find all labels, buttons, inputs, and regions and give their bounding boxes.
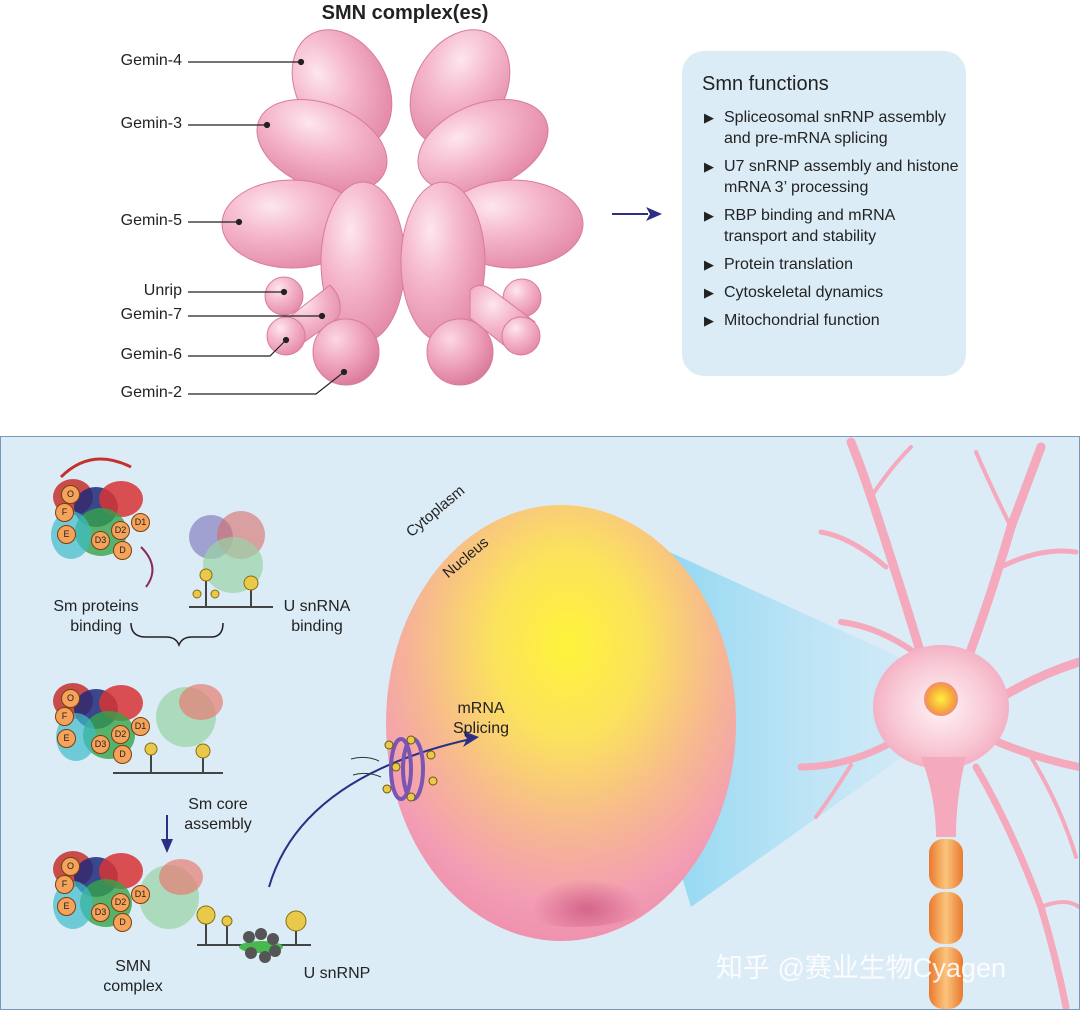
function-item: ▶Spliceosomal snRNP assembly and pre-mRN…	[704, 109, 947, 147]
binding-brace	[130, 622, 224, 648]
sm-proteins-structure-2	[53, 683, 223, 761]
arrow-to-functions	[612, 207, 662, 221]
triangle-bullet-icon: ▶	[704, 110, 714, 125]
sm-protein-badge: E	[57, 729, 76, 748]
sm-protein-badge: E	[57, 525, 76, 544]
label-gemin-6: Gemin-6	[120, 346, 182, 363]
watermark: 知乎 @赛业生物Cyagen	[716, 953, 1006, 983]
neuron-nucleus	[924, 682, 958, 716]
myelin-sheath	[929, 892, 963, 944]
sm-protein-badge: D2	[111, 725, 130, 744]
sm-protein-badge: F	[55, 707, 74, 726]
sm-protein-badge: D3	[91, 903, 110, 922]
label-smn-complex: SMN complex	[103, 958, 163, 995]
label-gemin-5: Gemin-5	[120, 212, 182, 229]
sm-protein-badge: D	[113, 745, 132, 764]
label-gemin-2: Gemin-2	[120, 384, 182, 401]
unrip-left	[264, 276, 304, 316]
myelin-sheath	[929, 947, 963, 1009]
sm-protein-badge: D3	[91, 735, 110, 754]
neuron-axon-hillock	[921, 757, 966, 837]
u-snrnp-structure	[196, 905, 311, 963]
smn-complex-illustration	[188, 29, 662, 395]
gemin-2-right	[426, 318, 494, 386]
sm-protein-badge: D	[113, 541, 132, 560]
functions-title: Smn functions	[702, 73, 829, 95]
import-arrowhead	[463, 731, 479, 747]
label-gemin-7: Gemin-7	[120, 306, 182, 323]
functions-panel: Smn functions ▶Spliceosomal snRNP assemb…	[682, 51, 966, 376]
diagram-title: SMN complex(es)	[321, 2, 489, 24]
functions-list: ▶Spliceosomal snRNP assembly and pre-mRN…	[702, 107, 962, 338]
triangle-bullet-icon: ▶	[704, 257, 714, 272]
triangle-bullet-icon: ▶	[704, 208, 714, 223]
function-item: ▶Cytoskeletal dynamics	[704, 284, 884, 301]
sm-protein-badge: F	[55, 875, 74, 894]
label-gemin-3: Gemin-3	[120, 115, 182, 132]
sm-protein-badge: D2	[111, 521, 130, 540]
function-item: ▶Protein translation	[704, 256, 853, 273]
sm-protein-badge: D1	[131, 885, 150, 904]
label-gemin-4: Gemin-4	[120, 52, 182, 69]
label-u-snrna-binding: U snRNA binding	[283, 598, 351, 635]
sm-protein-badge: D3	[91, 531, 110, 550]
u-snrna-structure	[189, 511, 273, 608]
function-item: ▶Mitochondrial function	[704, 312, 880, 329]
nucleus-shadow	[466, 807, 686, 927]
gemin-2-left	[312, 318, 380, 386]
nuclear-import-complex	[350, 735, 438, 802]
sm-protein-badge: O	[61, 857, 80, 876]
triangle-bullet-icon: ▶	[704, 313, 714, 328]
gemin-6-right	[501, 316, 541, 356]
triangle-bullet-icon: ▶	[704, 159, 714, 174]
sm-protein-badge: F	[55, 503, 74, 522]
myelin-sheath	[929, 839, 963, 889]
function-item: ▶RBP binding and mRNA transport and stab…	[704, 207, 895, 245]
label-mrna-splicing: mRNA Splicing	[452, 700, 510, 737]
label-unrip: Unrip	[143, 282, 182, 299]
sm-protein-badge: D	[113, 913, 132, 932]
triangle-bullet-icon: ▶	[704, 285, 714, 300]
gemin-6-left	[266, 316, 306, 356]
sm-protein-badge: D2	[111, 893, 130, 912]
label-sm-proteins-binding: Sm proteins binding	[53, 598, 139, 635]
function-item: ▶U7 snRNP assembly and histone mRNA 3’ p…	[704, 158, 959, 196]
down-arrow-icon	[161, 815, 173, 853]
sm-protein-badge: D1	[131, 513, 150, 532]
sm-protein-badge: O	[61, 689, 80, 708]
label-sm-core-assembly: Sm core assembly	[184, 796, 252, 833]
import-arrow	[268, 738, 472, 888]
cell-illustration	[51, 437, 1079, 1009]
label-u-snrnp: U snRNP	[303, 965, 371, 982]
sm-protein-badge: O	[61, 485, 80, 504]
leader-lines	[188, 58, 348, 395]
sm-protein-badge: D1	[131, 717, 150, 736]
sm-protein-badge: E	[57, 897, 76, 916]
assembly-rna-line-2	[113, 742, 223, 774]
